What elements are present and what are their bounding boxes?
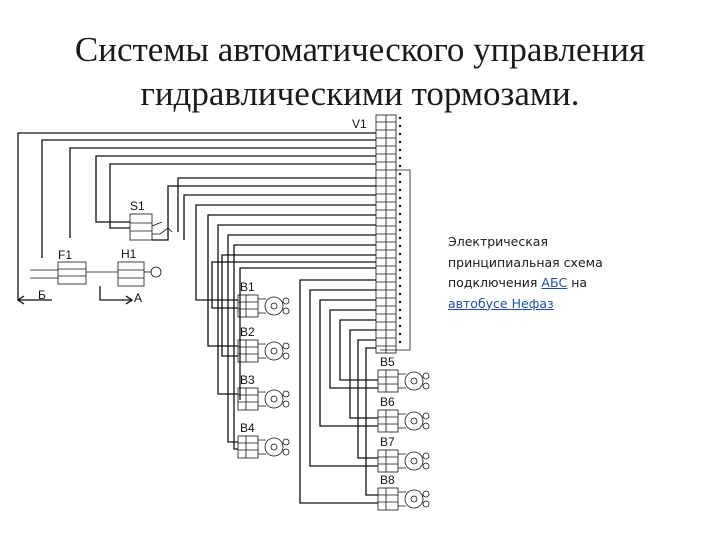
caption: Электрическая принципиальная схема подкл… (448, 232, 653, 314)
sensor-b7: B7 (377, 435, 430, 473)
sensor-b4: B4 (237, 421, 290, 459)
sensor-b7-label: B7 (380, 435, 395, 449)
title-line-2: гидравлическими тормозами. (140, 74, 580, 113)
sensor-b5-label: B5 (380, 355, 395, 369)
sensor-b2-label: B2 (240, 325, 255, 339)
bus-nefaz-link[interactable]: автобусе Нефаз (448, 295, 554, 311)
sensor-b3-label: B3 (240, 373, 255, 387)
slide-title: Системы автоматического управления гидра… (0, 28, 720, 116)
sensor-b6-label: B6 (380, 395, 395, 409)
caption-line-1: Электрическая (448, 234, 548, 249)
f1-fuse (30, 261, 118, 285)
arrow-a-label: A (134, 291, 142, 305)
caption-suffix: на (567, 275, 588, 290)
arrow-a (99, 286, 134, 305)
sensor-b5: B5 (377, 355, 430, 393)
f1-label: F1 (58, 248, 72, 262)
sensor-b8: B8 (377, 473, 430, 511)
title-line-1: Системы автоматического управления (74, 30, 646, 69)
h1-lamp (117, 261, 162, 287)
bus-wires (17, 132, 411, 504)
caption-line-3: подключения АБС на (448, 273, 653, 294)
sensor-b1: B1 (237, 280, 290, 318)
sensor-b3: B3 (237, 373, 290, 411)
s1-label: S1 (130, 199, 145, 213)
sensor-b8-label: B8 (380, 473, 395, 487)
sensor-b4-label: B4 (240, 421, 255, 435)
v1-connector (375, 114, 402, 354)
arrow-b-label: Б (38, 288, 46, 302)
sensor-b6: B6 (377, 395, 430, 433)
sensor-b1-label: B1 (240, 280, 255, 294)
s1-switch (129, 213, 173, 241)
v1-label: V1 (352, 117, 367, 131)
arrow-b (16, 295, 52, 305)
sensor-b2: B2 (237, 325, 290, 363)
caption-line-2: принципиальная схема (448, 254, 603, 270)
caption-prefix: подключения (448, 275, 542, 290)
h1-label: H1 (121, 247, 137, 261)
abs-link[interactable]: АБС (541, 275, 568, 290)
